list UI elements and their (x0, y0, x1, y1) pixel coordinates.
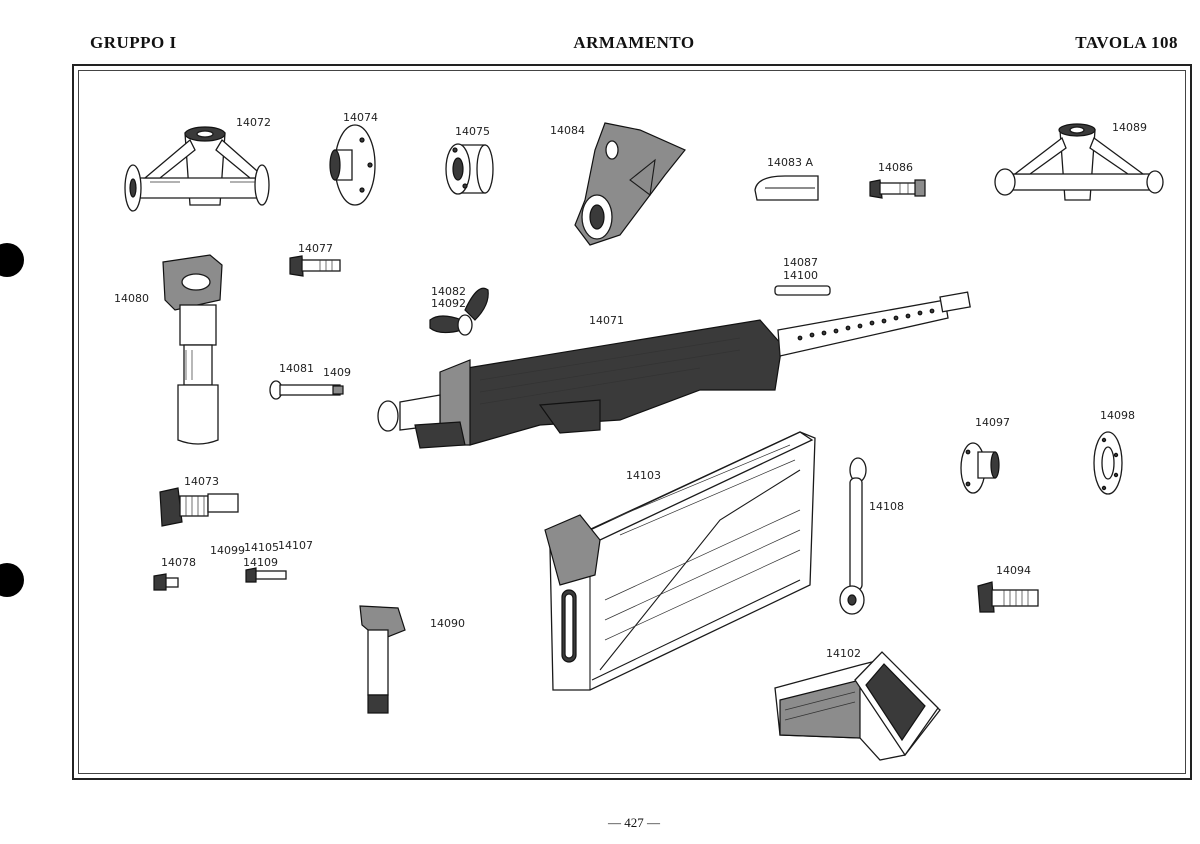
part-label-14077: 14077 (298, 242, 333, 255)
flange-14074-drawing (329, 124, 376, 206)
bolt-14073-drawing (159, 487, 239, 527)
part-label-14099: 14099 (210, 544, 245, 557)
bracket-plate-14084-drawing (574, 122, 686, 246)
part-label-14083A: 14083 A (767, 156, 814, 169)
mount-bracket-14089-drawing (994, 123, 1164, 201)
screw-14077-drawing (289, 255, 341, 277)
flange-14097-drawing (960, 442, 1000, 494)
pin-14081-drawing (269, 380, 344, 400)
part-label-14087: 14087 (783, 256, 818, 269)
part-label-14105: 14105 (244, 541, 279, 554)
wing-nut-14082-drawing (429, 287, 489, 336)
part-label-14097: 14097 (975, 416, 1010, 429)
link-rod-14108-drawing (839, 457, 867, 615)
pedestal-post-14080-drawing (162, 254, 223, 445)
part-label-14078: 14078 (161, 556, 196, 569)
part-label-14098: 14098 (1100, 409, 1135, 422)
pin-14087-drawing (774, 285, 831, 296)
header-group: GRUPPO I (90, 33, 177, 52)
bolt-14094-drawing (977, 581, 1039, 613)
part-label-14089: 14089 (1112, 121, 1147, 134)
part-label-14080: 14080 (114, 292, 149, 305)
machine-gun-14071-drawing (377, 291, 971, 449)
gasket-14098-drawing (1093, 431, 1123, 495)
part-label-14108: 14108 (869, 500, 904, 513)
screw-14078-drawing (153, 573, 179, 591)
mount-bracket-14072-drawing (124, 126, 270, 212)
part-label-14075: 14075 (455, 125, 490, 138)
bolt-14086-drawing (869, 179, 926, 199)
screw-14109-drawing (245, 567, 287, 583)
chute-14102-drawing (774, 651, 941, 761)
part-label-14090: 14090 (430, 617, 465, 630)
part-label-14072: 14072 (236, 116, 271, 129)
part-label-14103: 14103 (626, 469, 661, 482)
part-label-14086: 14086 (878, 161, 913, 174)
ring-14075-drawing (445, 143, 494, 195)
part-label-14107: 14107 (278, 539, 313, 552)
part-label-14092: 14092 (431, 297, 466, 310)
half-shell-14083A-drawing (754, 175, 819, 201)
part-label-14102: 14102 (826, 647, 861, 660)
illustration-frame (72, 64, 1192, 780)
part-label-14082: 14082 (431, 285, 466, 298)
header-title: ARMAMENTO (573, 33, 695, 52)
part-label-14071: 14071 (589, 314, 624, 327)
part-label-14084: 14084 (550, 124, 585, 137)
part-label-14100: 14100 (783, 269, 818, 282)
part-label-1409: 1409 (323, 366, 351, 379)
part-label-14094: 14094 (996, 564, 1031, 577)
part-label-14081: 14081 (279, 362, 314, 375)
part-label-14109: 14109 (243, 556, 278, 569)
header-plate-number: TAVOLA 108 (1075, 33, 1178, 52)
page-number: — 427 — (608, 815, 660, 830)
part-label-14073: 14073 (184, 475, 219, 488)
support-post-14090-drawing (359, 605, 406, 714)
part-label-14074: 14074 (343, 111, 378, 124)
ammo-box-14103-drawing (544, 431, 816, 691)
